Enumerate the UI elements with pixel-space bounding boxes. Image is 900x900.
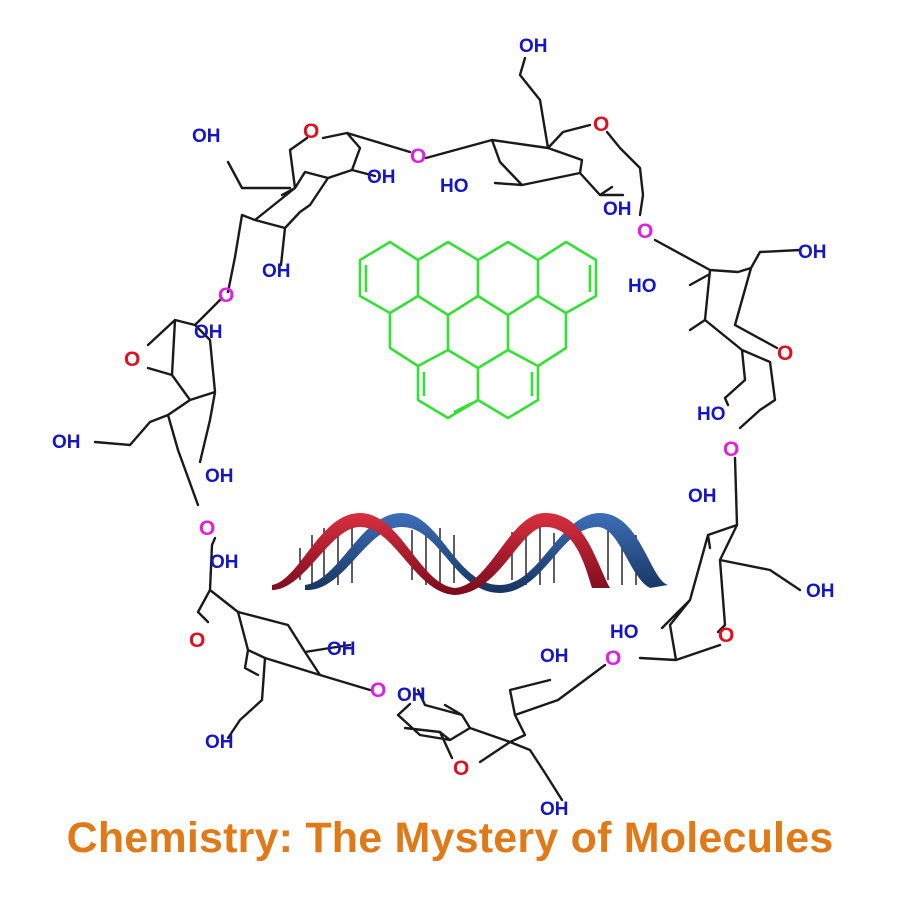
glycosidic-oxygen-label: O	[723, 438, 739, 461]
hydroxyl-label: OH	[192, 126, 221, 147]
hydroxyl-label: OH	[205, 732, 234, 753]
glycosidic-oxygen-label: O	[410, 145, 426, 168]
glucose-unit-left	[93, 296, 224, 507]
ring-oxygen-label: O	[303, 120, 319, 143]
pyrene-molecule	[358, 240, 598, 420]
ring-oxygens: O O O O O O O	[124, 113, 793, 780]
dna-strand-red	[272, 513, 610, 595]
hydroxyl-label: OH	[540, 646, 569, 667]
glucose-unit-top	[424, 56, 645, 217]
glucose-unit-lower-right	[638, 456, 802, 662]
hydroxyl-label: OH	[210, 552, 239, 573]
hydroxyl-label: OH	[52, 432, 81, 453]
ring-oxygen-label: O	[777, 342, 793, 365]
hydroxyl-label: HO	[628, 276, 657, 297]
glycosidic-oxygen-label: O	[605, 647, 621, 670]
hydroxyl-label: OH	[798, 242, 827, 263]
hydroxyl-label: OH	[603, 199, 632, 220]
glucose-unit-bottom-left	[196, 536, 372, 740]
hydroxyl-label: OH	[262, 261, 291, 282]
glycosidic-oxygen-label: O	[199, 517, 215, 540]
ring-oxygen-label: O	[124, 348, 140, 371]
hydroxyl-label: OH	[367, 167, 396, 188]
glycosidic-oxygen-label: O	[370, 679, 386, 702]
ring-oxygen-label: O	[453, 757, 469, 780]
glucose-unit-bottom	[396, 663, 607, 802]
hydroxyl-label: OH	[205, 466, 234, 487]
hydroxyl-label: OH	[688, 486, 717, 507]
hydroxyl-label: OH	[194, 322, 223, 343]
hydroxyl-label: OH	[519, 36, 548, 57]
glucose-unit-top-left	[226, 131, 412, 294]
glycosidic-oxygen-label: O	[218, 284, 234, 307]
ring-oxygen-label: O	[593, 113, 609, 136]
hydroxyl-label: HO	[610, 622, 639, 643]
hydroxyl-groups: OH OH OH HO OH OH OH HO OH HO OH OH OH O…	[52, 36, 835, 820]
glycosidic-oxygens: O O O O O O O	[199, 145, 739, 702]
caption-title: Chemistry: The Mystery of Molecules	[66, 814, 834, 862]
hydroxyl-label: OH	[397, 685, 426, 706]
glucose-unit-right	[653, 238, 802, 430]
dna-double-helix	[272, 512, 668, 595]
hydroxyl-label: OH	[327, 639, 356, 660]
hydroxyl-label: HO	[697, 404, 726, 425]
bond-skeleton	[93, 56, 802, 802]
hydroxyl-label: HO	[440, 176, 469, 197]
hydroxyl-label: OH	[806, 581, 835, 602]
ring-oxygen-label: O	[718, 624, 734, 647]
glycosidic-oxygen-label: O	[637, 220, 653, 243]
hydroxyl-label: OH	[540, 799, 569, 820]
ring-oxygen-label: O	[189, 629, 205, 652]
